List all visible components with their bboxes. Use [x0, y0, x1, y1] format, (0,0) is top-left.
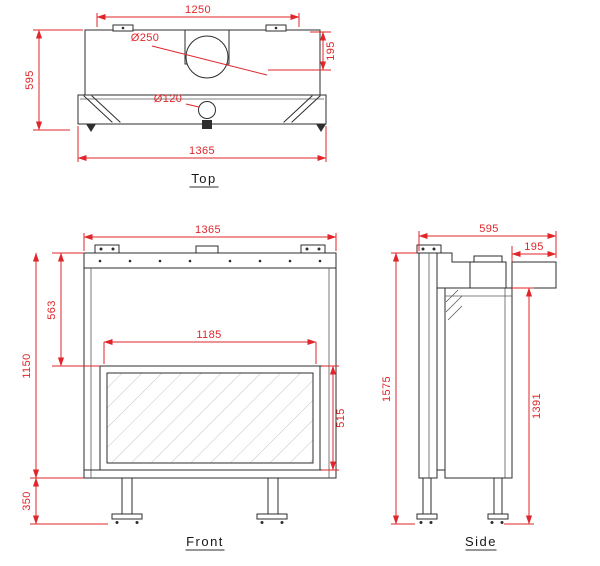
dim-top-inner-width: 1250: [96, 4, 300, 27]
latch-block: [202, 120, 212, 129]
air-inlet-circle: [198, 101, 216, 119]
dim-label-d250: Ø250: [131, 32, 160, 44]
front-leg-left: [121, 477, 133, 515]
dim-front-leg-height: 350: [21, 477, 108, 525]
wall-bracket-left: [94, 244, 120, 254]
top-view-drawing: [77, 24, 327, 132]
top-view: 1250 195 595 Ø250 Ø120 1365: [24, 4, 337, 188]
side-body-outline: [444, 287, 513, 479]
dim-label-195-top: 195: [325, 41, 337, 61]
flue-circle: [185, 35, 229, 79]
dim-label-515: 515: [335, 408, 347, 428]
dim-top-flue-offset: 195: [268, 31, 337, 71]
corner-foot-left: [86, 124, 96, 132]
side-view: 595 195 1575 1391 Side: [381, 223, 557, 551]
dim-label-1250: 1250: [185, 4, 211, 16]
dim-label-1391: 1391: [531, 393, 543, 419]
foot-plate-right: [256, 513, 288, 520]
dim-label-595-top: 595: [24, 70, 36, 90]
side-rear-duct: [511, 261, 557, 289]
front-leg-right: [267, 477, 279, 515]
dim-glass-height: 515: [322, 365, 347, 471]
side-foot-rear: [487, 513, 509, 520]
dim-label-1365-top: 1365: [189, 145, 215, 157]
front-view-drawing: [83, 244, 337, 524]
view-label-side: Side: [465, 534, 497, 549]
dim-inlet-diameter: Ø120: [154, 93, 200, 108]
dim-side-overall-height: 1575: [381, 252, 417, 525]
dim-glass-width: 1185: [103, 329, 317, 364]
dim-label-1150: 1150: [21, 353, 33, 378]
side-foot-front: [416, 513, 438, 520]
dim-front-body-height: 1150: [21, 252, 84, 479]
dim-flue-diameter: Ø250: [131, 32, 268, 76]
dim-label-563: 563: [46, 300, 58, 320]
dim-label-1365-front: 1365: [195, 224, 221, 236]
dim-label-1185: 1185: [196, 329, 221, 341]
front-view: 1365 563 1150 350 1185 5: [21, 224, 347, 551]
corner-brace-right: [291, 95, 321, 123]
side-flue-collar: [469, 261, 507, 289]
side-hatch: [445, 289, 459, 303]
dim-side-rear-offset: 195: [511, 241, 557, 262]
view-label-front: Front: [186, 534, 224, 549]
dim-front-overall-width: 1365: [83, 224, 337, 251]
top-tab: [195, 245, 219, 254]
glass-pane: [106, 372, 314, 464]
dim-label-195-side: 195: [524, 241, 544, 253]
dim-label-d120: Ø120: [154, 93, 183, 105]
dim-top-overall-width: 1365: [77, 126, 327, 162]
dim-label-1575: 1575: [381, 376, 393, 402]
dim-side-body-height: 1391: [504, 287, 543, 525]
side-wall-bracket: [416, 244, 442, 254]
side-view-drawing: [416, 244, 557, 524]
corner-brace-left: [83, 95, 113, 123]
foot-plate-left: [111, 513, 143, 520]
side-leg-front: [422, 477, 432, 515]
dim-top-depth: 595: [24, 29, 83, 131]
side-leg-rear: [493, 477, 503, 515]
dim-label-350: 350: [21, 491, 33, 511]
side-door-slab: [436, 287, 446, 471]
side-flue-cap: [473, 255, 503, 263]
wall-bracket-right: [300, 244, 326, 254]
corner-foot-right: [316, 124, 326, 132]
view-label-top: Top: [191, 171, 216, 186]
side-front-panel: [418, 252, 438, 479]
dim-label-595-side: 595: [479, 223, 499, 235]
dim-front-top-section: 563: [46, 252, 100, 367]
